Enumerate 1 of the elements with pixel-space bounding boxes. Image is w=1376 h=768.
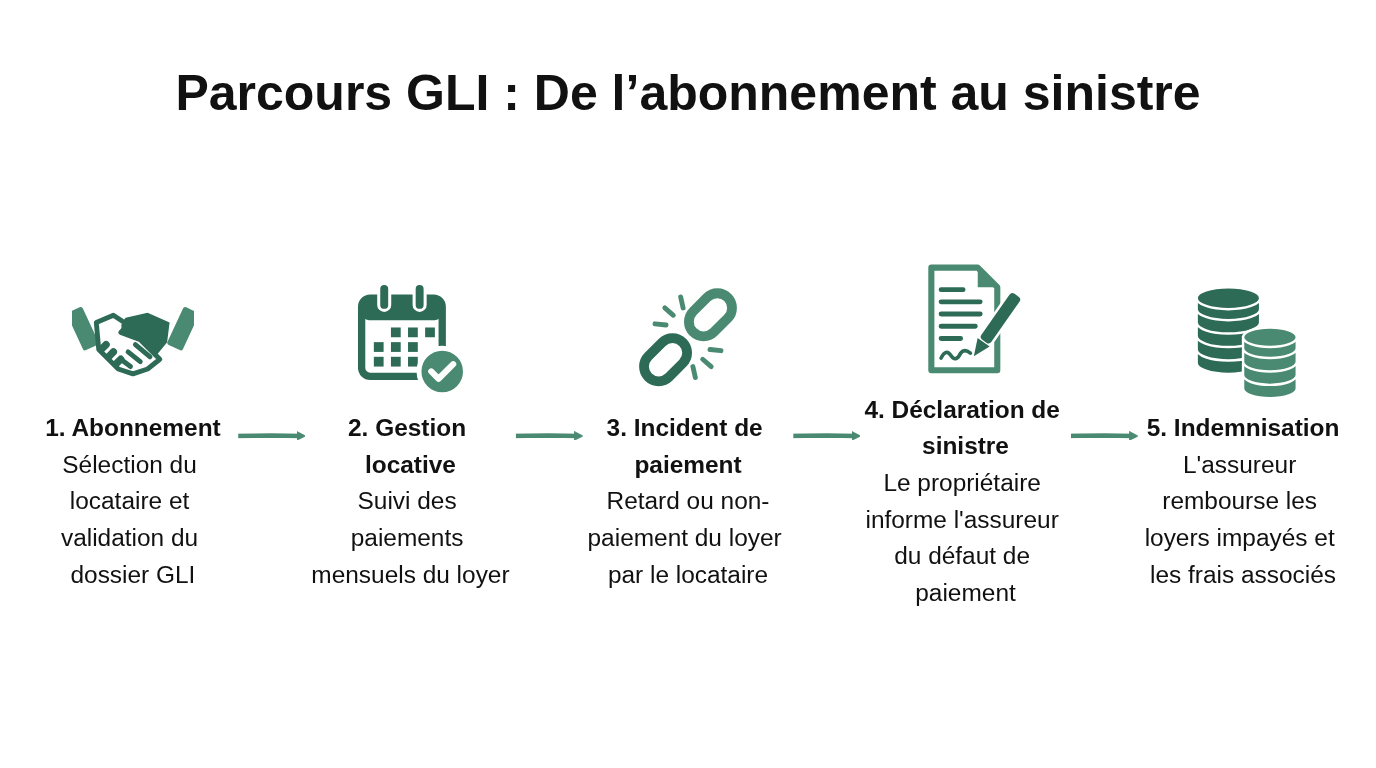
title: Parcours GLI : De l’abonnement au sinistre [175, 64, 1201, 122]
